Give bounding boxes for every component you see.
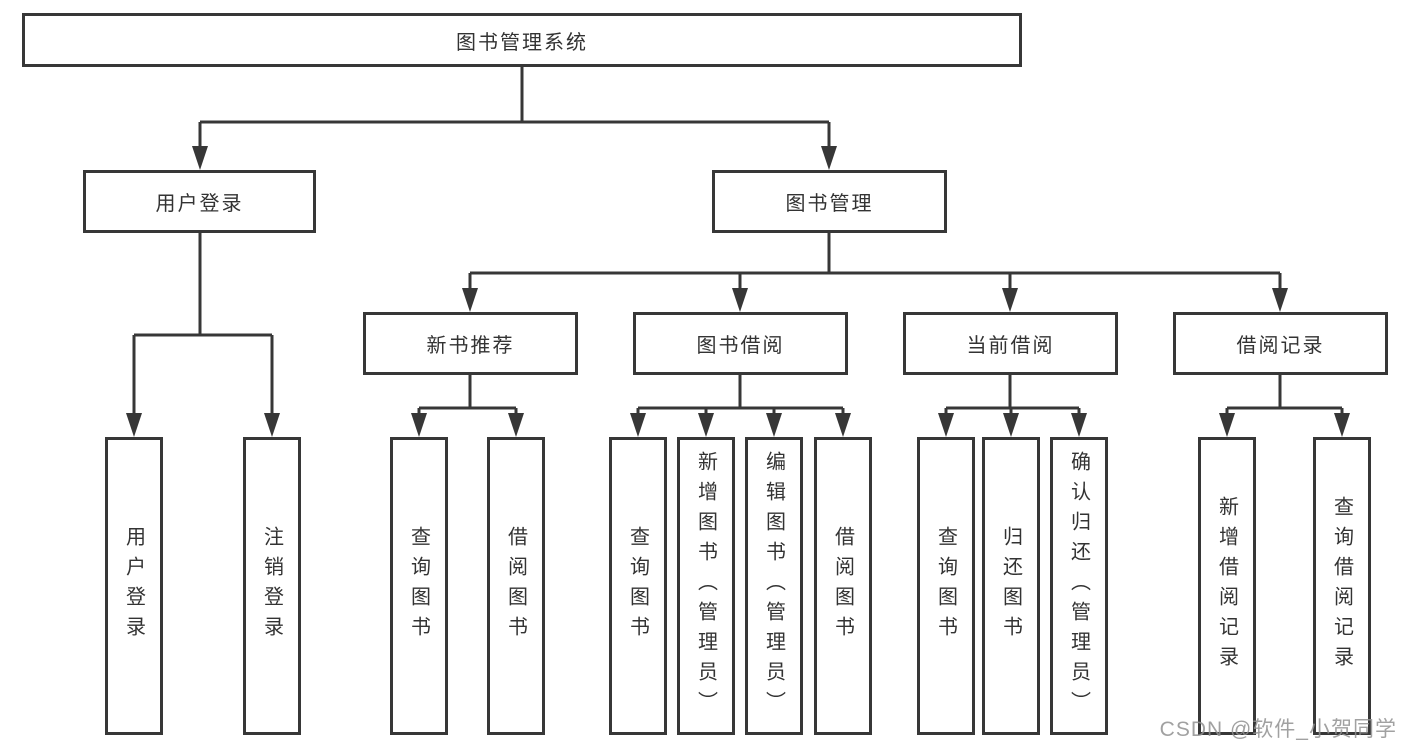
leaf-return-books: 归还图书 [982, 437, 1040, 735]
leaf-label: 查询图书 [934, 526, 957, 646]
leaf-label: 归还图书 [999, 526, 1022, 646]
node-label: 借阅记录 [1236, 335, 1325, 357]
leaf-query-books-current: 查询图书 [917, 437, 975, 735]
node-label: 图书管理 [785, 193, 874, 215]
node-book-management: 图书管理 [712, 170, 947, 233]
leaf-edit-books-admin: 编辑图书（管理员） [745, 437, 803, 735]
leaf-label: 借阅图书 [831, 526, 854, 646]
leaf-query-books-recommend: 查询图书 [390, 437, 448, 735]
leaf-confirm-return-admin: 确认归还（管理员） [1050, 437, 1108, 735]
leaf-query-borrowing-record: 查询借阅记录 [1313, 437, 1371, 735]
leaf-borrow-books-borrowing: 借阅图书 [814, 437, 872, 735]
leaf-label: 编辑图书（管理员） [762, 451, 785, 721]
node-label: 图书借阅 [696, 335, 785, 357]
leaf-label: 用户登录 [122, 526, 145, 646]
leaf-label: 查询借阅记录 [1330, 496, 1353, 676]
leaf-user-login: 用户登录 [105, 437, 163, 735]
node-label: 用户登录 [155, 193, 244, 215]
leaf-label: 注销登录 [260, 526, 283, 646]
leaf-label: 借阅图书 [504, 526, 527, 646]
node-library-management-system: 图书管理系统 [22, 13, 1022, 67]
leaf-add-books-admin: 新增图书（管理员） [677, 437, 735, 735]
leaf-label: 新增图书（管理员） [694, 451, 717, 721]
node-current-borrowing: 当前借阅 [903, 312, 1118, 375]
leaf-add-borrowing-record: 新增借阅记录 [1198, 437, 1256, 735]
node-label: 当前借阅 [966, 335, 1055, 357]
leaf-label: 查询图书 [407, 526, 430, 646]
csdn-watermark: CSDN @软件_小贺同学 [1159, 718, 1397, 741]
leaf-logout: 注销登录 [243, 437, 301, 735]
node-label: 新书推荐 [426, 335, 515, 357]
node-new-book-recommendation: 新书推荐 [363, 312, 578, 375]
leaf-query-books-borrowing: 查询图书 [609, 437, 667, 735]
node-label: 图书管理系统 [456, 31, 588, 54]
node-book-borrowing: 图书借阅 [633, 312, 848, 375]
arrowheads [126, 146, 1350, 437]
leaf-label: 查询图书 [626, 526, 649, 646]
leaf-borrow-books-recommend: 借阅图书 [487, 437, 545, 735]
node-borrowing-records: 借阅记录 [1173, 312, 1388, 375]
leaf-label: 新增借阅记录 [1215, 496, 1238, 676]
leaf-label: 确认归还（管理员） [1067, 451, 1090, 721]
node-user-login: 用户登录 [83, 170, 316, 233]
